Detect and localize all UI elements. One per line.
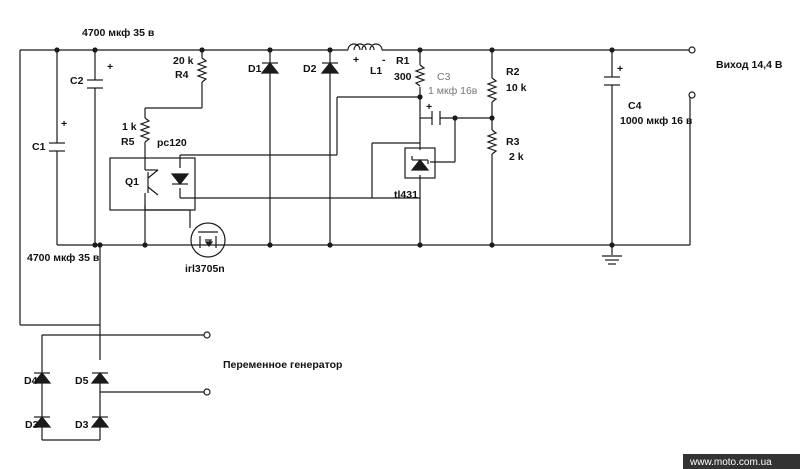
capacitor-c2 (87, 79, 103, 89)
diode-d3-right (90, 416, 110, 428)
diode-d4 (32, 372, 52, 384)
r3-value-label: 2 k (509, 151, 524, 163)
d3-left-label: D3 (25, 419, 39, 431)
c3-plus-label: + (426, 101, 432, 113)
d2-label: D2 (303, 63, 317, 75)
diode-d2 (320, 62, 340, 74)
output-terminal-negative (688, 91, 696, 99)
c4-value-label: 1000 мкф 16 в (620, 115, 693, 127)
inductor-l1 (347, 43, 383, 51)
diode-d3-left (32, 416, 52, 428)
generator-label: Переменное генератор (223, 359, 342, 371)
d3-right-label: D3 (75, 419, 89, 431)
l1-minus-label: - (382, 54, 386, 66)
r2-label: R2 (506, 66, 520, 78)
r1-value-label: 300 (394, 71, 412, 83)
mosfet-label: irl3705n (185, 263, 225, 275)
capacitor-c3 (431, 111, 441, 125)
r5-label: R5 (121, 136, 135, 148)
c4-label: C4 (628, 100, 642, 112)
l1-label: L1 (370, 65, 382, 77)
c1-value-label: 4700 мкф 35 в (27, 252, 100, 264)
c3-label: C3 (437, 71, 451, 83)
resistor-r5 (139, 117, 151, 143)
r5-value-label: 1 k (122, 121, 137, 133)
d4-label: D4 (24, 375, 38, 387)
generator-terminal-top (203, 331, 211, 339)
mosfet-irl3705n (190, 222, 226, 258)
capacitor-c1 (49, 142, 65, 152)
r4-label: R4 (175, 69, 189, 81)
optocoupler-pc120 (109, 157, 196, 211)
junction-dots (54, 47, 615, 248)
pc120-label: pc120 (157, 137, 187, 149)
r1-label: R1 (396, 55, 410, 67)
c4-plus-label: + (617, 63, 623, 75)
c3-value-label: 1 мкф 16в (428, 85, 478, 97)
resistor-r1 (414, 64, 426, 87)
optocoupler-led (170, 173, 190, 185)
c2-plus-label: + (107, 61, 113, 73)
wiring (19, 49, 691, 441)
resistor-r4 (196, 57, 208, 83)
output-voltage-label: Виход 14,4 В (716, 59, 783, 71)
output-terminal-positive (688, 46, 696, 54)
c2-label: C2 (70, 75, 84, 87)
d5-label: D5 (75, 375, 89, 387)
c2-value-label: 4700 мкф 35 в (82, 27, 155, 39)
diode-d5 (90, 372, 110, 384)
resistor-r2 (486, 77, 498, 103)
r4-value-label: 20 k (173, 55, 194, 67)
tl431-label: tl431 (394, 189, 418, 201)
q1-label: Q1 (125, 176, 139, 188)
capacitor-c4 (604, 76, 620, 86)
diode-d1 (260, 62, 280, 74)
c1-label: C1 (32, 141, 46, 153)
transistor-q1 (145, 169, 159, 196)
generator-terminal-bottom (203, 388, 211, 396)
regulator-tl431 (404, 147, 436, 179)
resistor-r3 (486, 129, 498, 155)
c1-plus-label: + (61, 118, 67, 130)
d1-label: D1 (248, 63, 262, 75)
watermark-background (683, 454, 800, 469)
r2-value-label: 10 k (506, 82, 527, 94)
l1-plus-label: + (353, 54, 359, 66)
watermark-text: www.moto.com.ua (689, 457, 772, 468)
r3-label: R3 (506, 136, 520, 148)
